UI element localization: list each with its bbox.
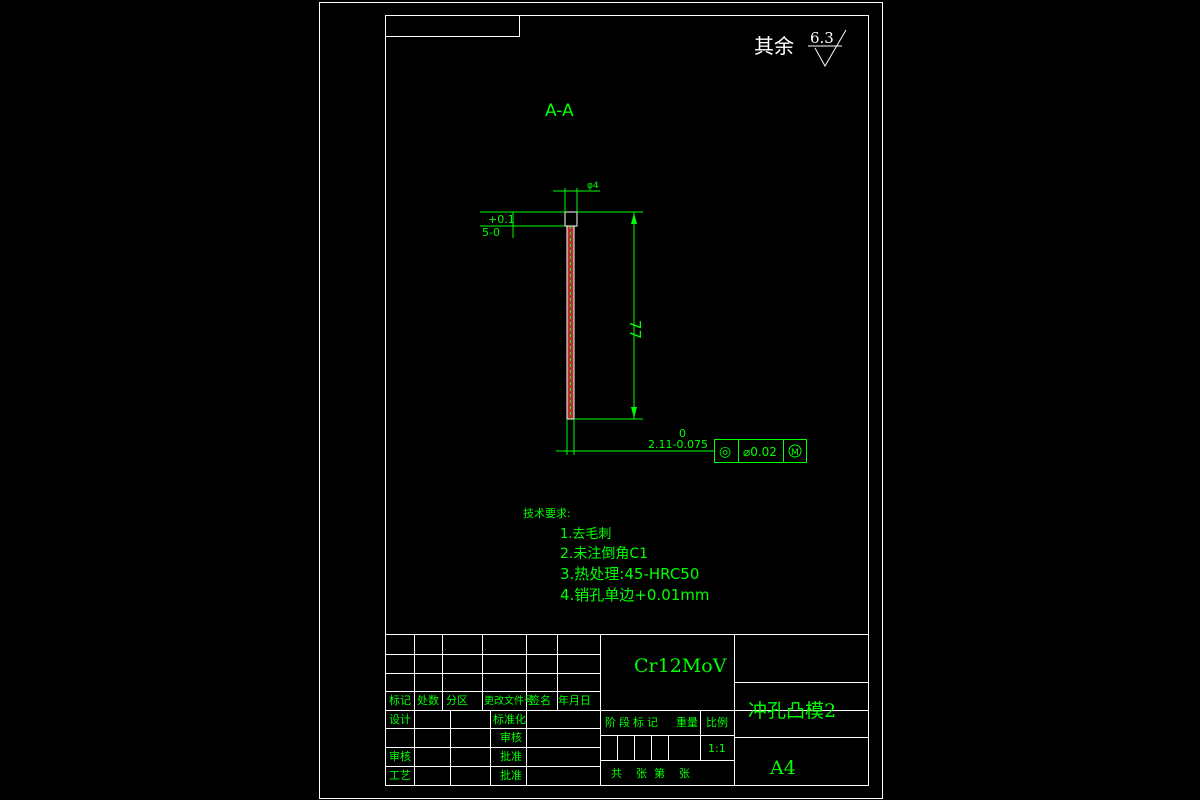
tb-sheets-label: 共 张 第 张 — [611, 766, 690, 780]
dim-diameter: φ4 — [553, 181, 600, 212]
tech-req-item: 1.去毛刺 — [560, 527, 611, 542]
tb-date-label: 年月日 — [558, 693, 591, 707]
inner-border — [385, 15, 869, 786]
tb-mark-label: 标记 — [389, 693, 411, 707]
tb-scale-label: 比例 — [706, 715, 728, 729]
surface-finish-value: 6.3 — [810, 29, 834, 47]
mmc-modifier-icon — [788, 444, 802, 458]
dim-head-value: 5-0 — [482, 226, 500, 239]
tolerance-frame: ◎ ⌀0.02 M — [714, 439, 807, 463]
dim-shaft-tol: 0 — [679, 427, 686, 440]
surface-finish-note: 其余 6.3 — [754, 29, 847, 68]
dim-shaft-value: 2.11-0.075 — [648, 438, 708, 451]
tb-design-label: 设计 — [389, 713, 411, 726]
dim-shaft: 0 2.11-0.075 — [556, 419, 714, 455]
outer-border — [319, 2, 883, 799]
punch-part — [564, 211, 578, 420]
dim-head: +0.1 5-0 — [480, 211, 565, 239]
concentricity-icon: ◎ — [719, 444, 731, 460]
tolerance-value: ⌀0.02 — [743, 445, 777, 459]
tb-approve-label: 批准 — [500, 768, 522, 782]
tb-change-doc-label: 更改文件号 — [484, 694, 534, 707]
dim-length-text: 77 — [626, 320, 644, 339]
dim-head-tol: +0.1 — [488, 213, 515, 226]
tb-part-name: 冲孔凸模2 — [748, 700, 836, 722]
tb-sign-label: 签名 — [529, 693, 551, 707]
tb-check-label: 审核 — [389, 749, 411, 763]
tb-review-label: 审核 — [500, 730, 522, 744]
tb-weight-label: 重量 — [676, 715, 698, 729]
surface-finish-label: 其余 — [754, 34, 794, 58]
tb-sheet-size: A4 — [769, 757, 796, 779]
tech-req-item: 4.销孔单边+0.01mm — [560, 586, 710, 604]
tb-material: Cr12MoV — [634, 655, 727, 677]
tb-scale-value: 1:1 — [708, 742, 726, 755]
code-box — [385, 15, 520, 37]
section-label: A-A — [545, 101, 574, 121]
mmc-modifier-text: M — [791, 448, 799, 458]
tb-approve-label-2: 批准 — [500, 749, 522, 763]
dim-diameter-text: φ4 — [587, 181, 599, 191]
tb-standardize-label: 标准化 — [493, 712, 526, 726]
tech-req-title: 技术要求: — [523, 507, 571, 520]
title-block: 标记 处数 分区 更改文件号 签名 年月日 设计 标准化 审核 审核 工艺 批准… — [385, 634, 869, 786]
tech-requirements: 技术要求: 1.去毛刺 2.未注倒角C1 3.热处理:45-HRC50 4.销孔… — [523, 507, 710, 604]
tech-req-item: 2.未注倒角C1 — [560, 546, 648, 562]
tb-process-label: 工艺 — [389, 769, 411, 782]
tb-count-label: 处数 — [417, 694, 439, 707]
tb-stage-mark-label: 阶段标记 — [605, 715, 661, 729]
dim-length: 77 — [574, 211, 644, 420]
tb-zone-label: 分区 — [446, 694, 468, 707]
punch-head — [564, 211, 578, 227]
roughness-v-icon — [814, 29, 847, 68]
tech-req-item: 3.热处理:45-HRC50 — [560, 565, 699, 583]
